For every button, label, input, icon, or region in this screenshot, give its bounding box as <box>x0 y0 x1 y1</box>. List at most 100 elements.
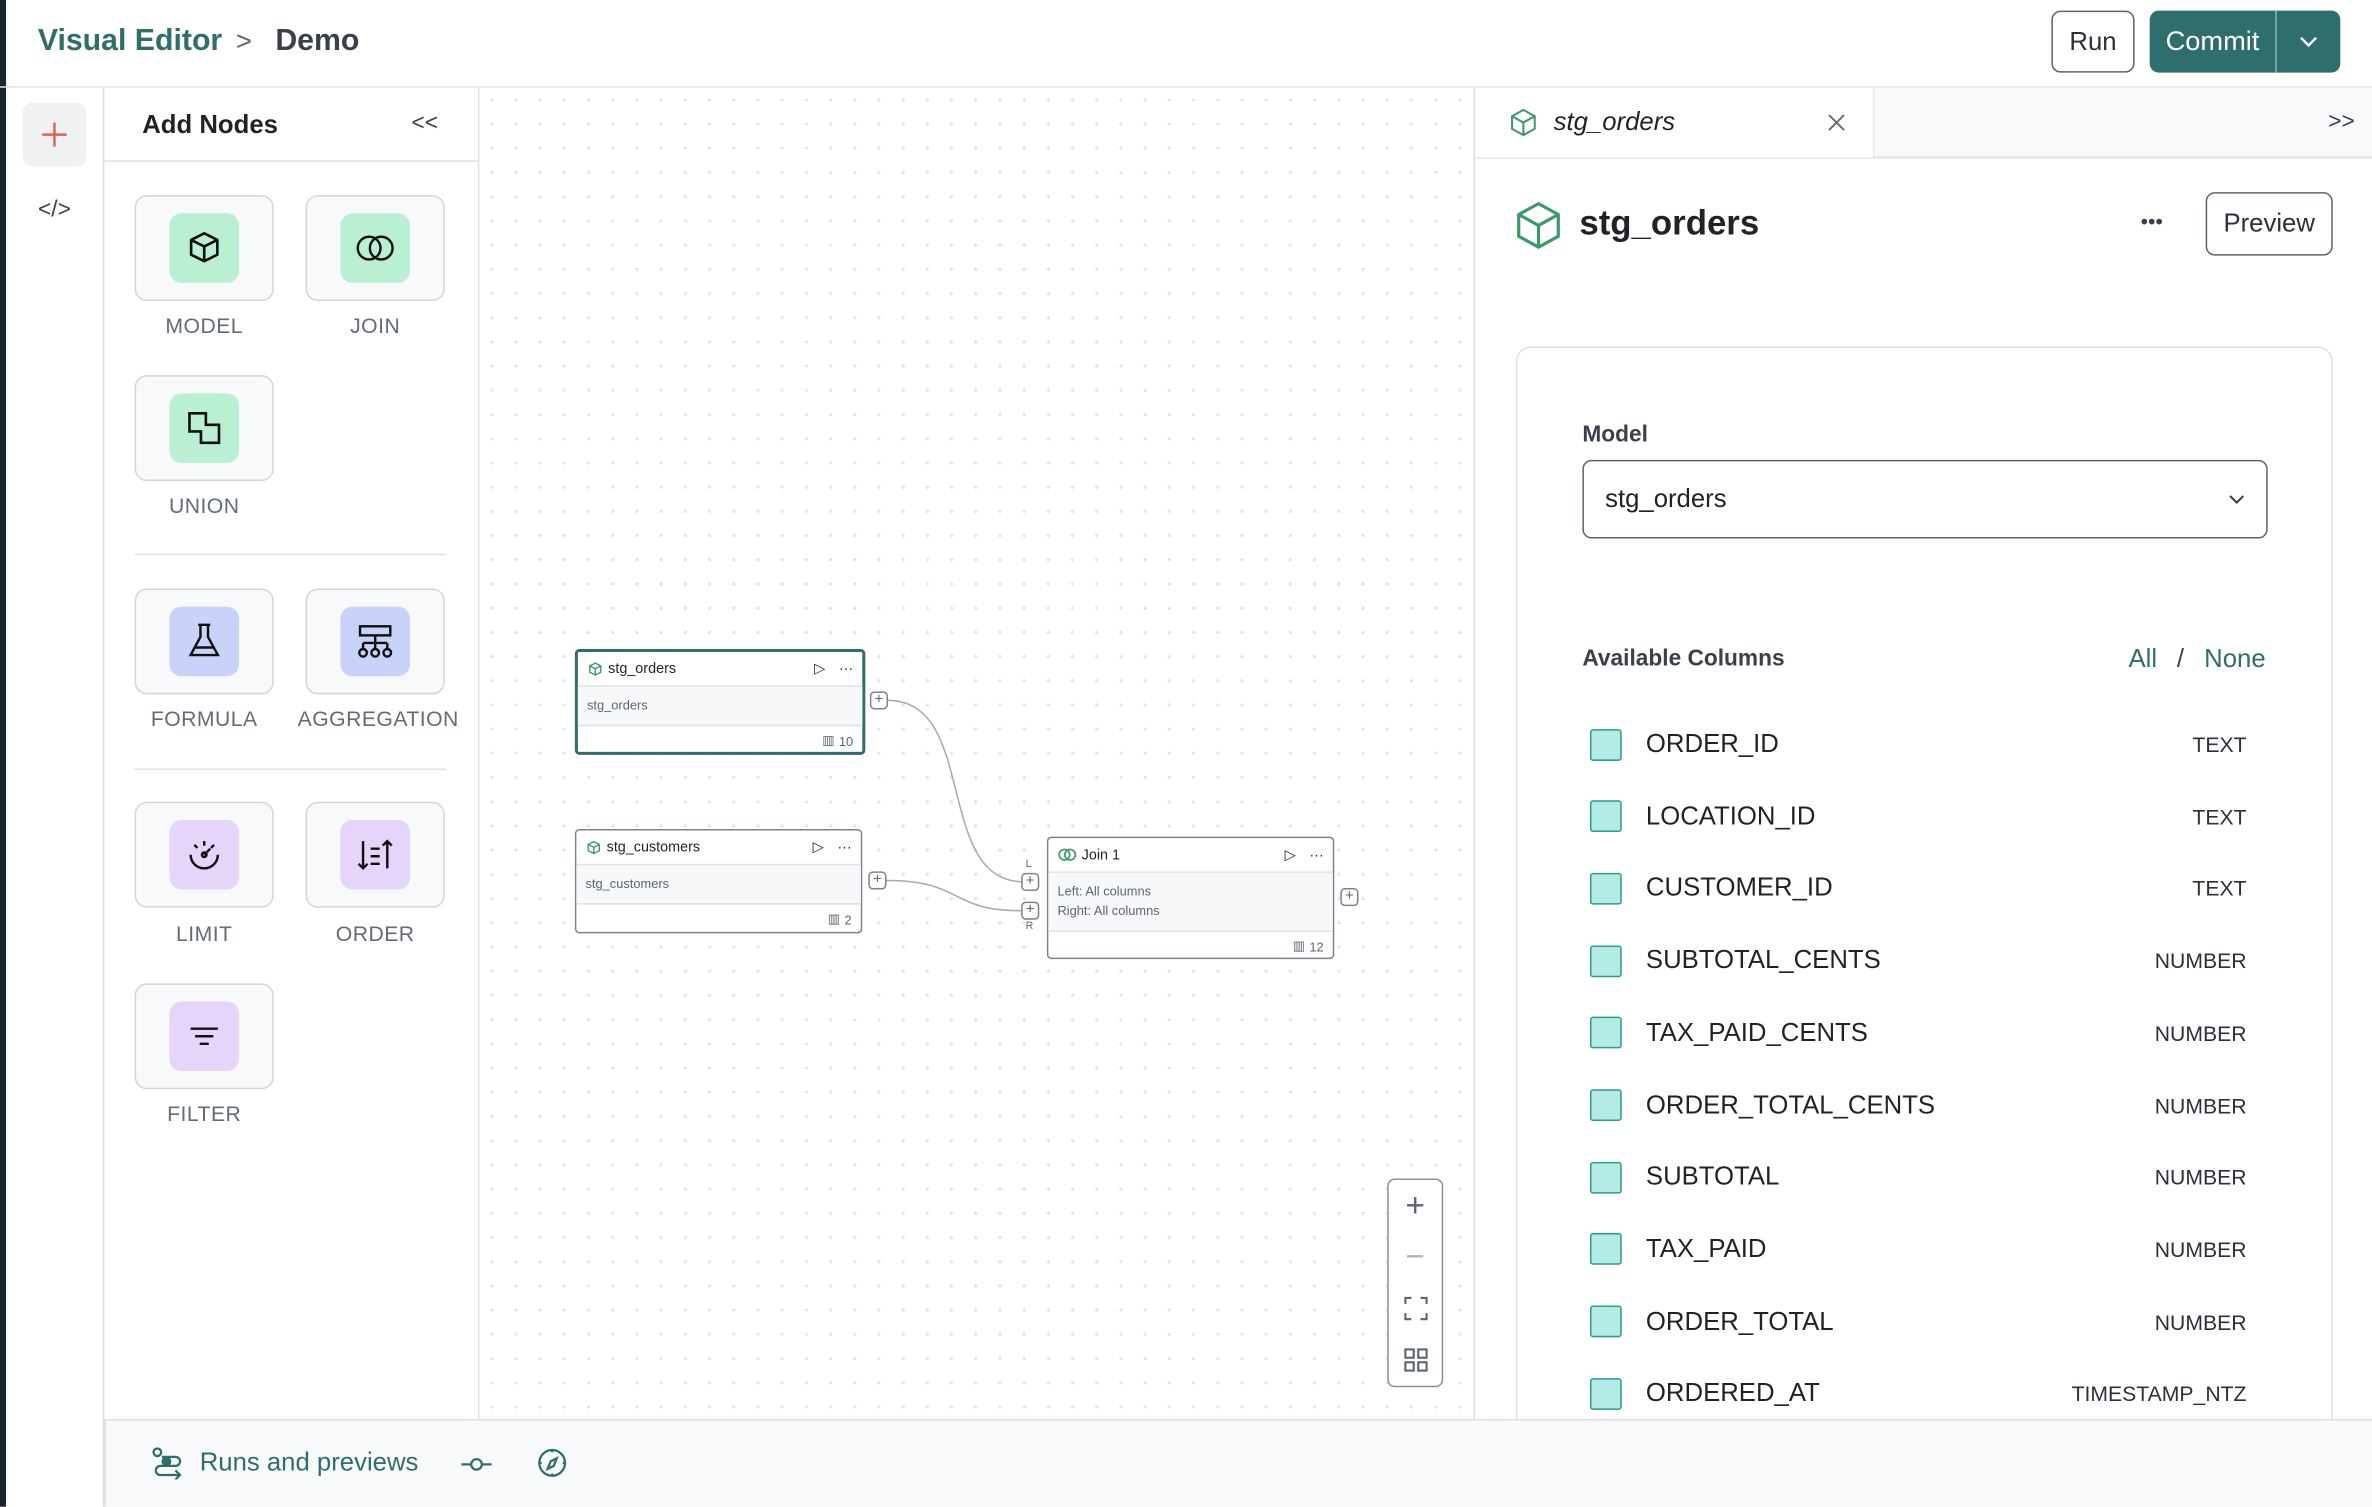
column-row[interactable]: SUBTOTAL_CENTSNUMBER <box>1590 938 2247 983</box>
bottom-bar: Runs and previews <box>104 1419 2372 1507</box>
compass-icon[interactable] <box>537 1448 567 1478</box>
more-icon[interactable]: ··· <box>839 660 853 677</box>
tab-label: stg_orders <box>1554 107 1813 137</box>
node-tile-order[interactable] <box>306 802 445 908</box>
column-row[interactable]: ORDER_IDTEXT <box>1590 722 2247 767</box>
output-port[interactable]: + <box>868 871 886 889</box>
preview-button[interactable]: Preview <box>2206 192 2333 256</box>
column-checkbox[interactable] <box>1590 728 1622 760</box>
columns-icon: ▥ <box>828 911 840 928</box>
node-tile-union[interactable] <box>135 375 274 481</box>
commit-node-icon[interactable] <box>461 1454 491 1475</box>
canvas-node-stg-customers[interactable]: stg_customers▷··· stg_customers ▥2 <box>575 829 862 933</box>
column-checkbox[interactable] <box>1590 801 1622 833</box>
column-checkbox[interactable] <box>1590 1017 1622 1049</box>
commit-button-group: Commit <box>2150 11 2341 73</box>
column-type: NUMBER <box>2155 949 2247 973</box>
flow-canvas[interactable]: stg_orders▷··· stg_orders ▥10 + stg_cust… <box>480 88 1474 1419</box>
column-checkbox[interactable] <box>1590 945 1622 977</box>
play-icon[interactable]: ▷ <box>813 839 824 856</box>
runs-and-previews-button[interactable]: Runs and previews <box>151 1446 418 1479</box>
add-nodes-rail-button[interactable] <box>23 103 87 167</box>
collapse-panel-button[interactable]: << <box>411 110 438 136</box>
column-name: SUBTOTAL <box>1646 1162 2155 1192</box>
cube-icon <box>585 839 602 856</box>
more-icon[interactable]: ··· <box>1309 846 1323 863</box>
auto-layout-icon[interactable] <box>1389 1334 1442 1385</box>
canvas-node-join-1[interactable]: Join 1▷··· Left: All columnsRight: All c… <box>1047 837 1334 960</box>
tab-stg-orders[interactable]: stg_orders <box>1475 88 1874 158</box>
select-all-link[interactable]: All <box>2129 644 2158 674</box>
more-options-button[interactable]: ••• <box>2141 209 2163 233</box>
column-checkbox[interactable] <box>1590 1306 1622 1338</box>
zoom-controls: + − <box>1387 1178 1443 1387</box>
fit-view-icon[interactable] <box>1389 1283 1442 1334</box>
column-row[interactable]: ORDER_TOTALNUMBER <box>1590 1299 2247 1344</box>
column-type: NUMBER <box>2155 1165 2247 1189</box>
select-none-link[interactable]: None <box>2204 644 2265 674</box>
close-icon[interactable] <box>1827 113 1845 131</box>
column-row[interactable]: CUSTOMER_IDTEXT <box>1590 866 2247 911</box>
canvas-node-stg-orders[interactable]: stg_orders▷··· stg_orders ▥10 <box>575 649 865 755</box>
column-checkbox[interactable] <box>1590 873 1622 905</box>
commit-dropdown[interactable] <box>2277 11 2341 73</box>
breadcrumb-separator: > <box>236 26 252 58</box>
node-title: stg_customers <box>607 839 808 856</box>
join-icon <box>1057 847 1077 862</box>
available-columns-label: Available Columns <box>1582 646 1784 672</box>
column-checkbox[interactable] <box>1590 1234 1622 1266</box>
node-tile-model[interactable] <box>135 195 274 301</box>
chevron-down-icon <box>2299 36 2317 48</box>
column-type: TEXT <box>2192 877 2246 901</box>
zoom-in-icon[interactable]: + <box>1389 1180 1442 1231</box>
model-config-card: Model stg_orders Available Columns All /… <box>1516 346 2333 1419</box>
gauge-icon <box>185 835 224 874</box>
input-port-right[interactable]: + <box>1021 902 1039 920</box>
breadcrumb-app[interactable]: Visual Editor <box>38 24 222 59</box>
play-icon[interactable]: ▷ <box>814 660 825 677</box>
play-icon[interactable]: ▷ <box>1285 846 1296 863</box>
column-row[interactable]: LOCATION_IDTEXT <box>1590 794 2247 839</box>
column-row[interactable]: TAX_PAIDNUMBER <box>1590 1227 2247 1272</box>
model-select[interactable]: stg_orders <box>1582 460 2267 539</box>
column-checkbox[interactable] <box>1590 1378 1622 1410</box>
run-button[interactable]: Run <box>2051 11 2134 73</box>
filter-icon <box>188 1024 221 1048</box>
node-title: Join 1 <box>1082 846 1280 863</box>
more-icon[interactable]: ··· <box>837 839 851 856</box>
cube-icon <box>1514 200 1562 251</box>
model-select-value: stg_orders <box>1605 484 1727 514</box>
node-tile-filter[interactable] <box>135 983 274 1089</box>
column-row[interactable]: SUBTOTALNUMBER <box>1590 1155 2247 1200</box>
input-port-left[interactable]: + <box>1021 873 1039 891</box>
code-icon[interactable]: </> <box>23 197 87 233</box>
tile-label: AGGREGATION <box>287 706 469 730</box>
edge-customers-join <box>887 880 1022 910</box>
output-port[interactable]: + <box>1340 888 1358 906</box>
node-tile-limit[interactable] <box>135 802 274 908</box>
node-tile-aggregation[interactable] <box>306 588 445 694</box>
columns-icon: ▥ <box>1293 938 1305 955</box>
column-row[interactable]: ORDER_TOTAL_CENTSNUMBER <box>1590 1082 2247 1127</box>
tile-label: FORMULA <box>113 706 295 730</box>
column-type: TIMESTAMP_NTZ <box>2072 1382 2247 1406</box>
column-checkbox[interactable] <box>1590 1089 1622 1121</box>
header: Visual Editor > Demo Run Commit <box>0 0 2372 88</box>
zoom-out-icon[interactable]: − <box>1389 1231 1442 1282</box>
column-row[interactable]: TAX_PAID_CENTSNUMBER <box>1590 1010 2247 1055</box>
commit-button[interactable]: Commit <box>2150 11 2277 73</box>
output-port[interactable]: + <box>870 691 888 709</box>
cube-icon <box>185 228 224 267</box>
node-tile-formula[interactable] <box>135 588 274 694</box>
tile-label: FILTER <box>113 1101 295 1125</box>
hierarchy-icon <box>356 622 395 661</box>
column-name: ORDERED_AT <box>1646 1379 2072 1409</box>
column-row[interactable]: ORDERED_ATTIMESTAMP_NTZ <box>1590 1371 2247 1416</box>
column-checkbox[interactable] <box>1590 1161 1622 1193</box>
tile-label: JOIN <box>284 313 466 337</box>
properties-panel: stg_orders >> stg_orders ••• Preview Mod… <box>1473 88 2372 1419</box>
flask-icon <box>186 622 222 661</box>
tile-label: MODEL <box>113 313 295 337</box>
expand-panel-button[interactable]: >> <box>2328 109 2355 135</box>
node-tile-join[interactable] <box>306 195 445 301</box>
